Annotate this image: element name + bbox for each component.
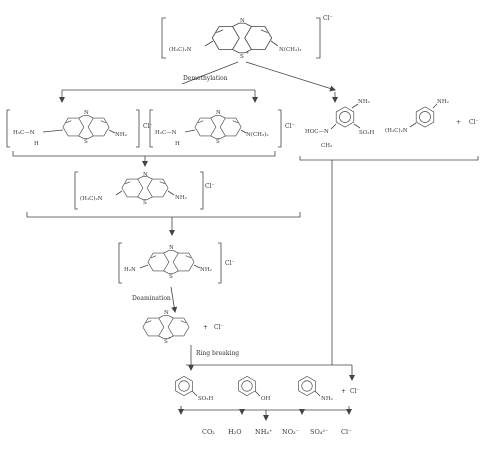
demethylated-product-b: N S H₃C—N H N(CH₃)₂ Cl⁻ bbox=[149, 109, 295, 148]
svg-text:N: N bbox=[216, 110, 221, 116]
svg-text:H₂N: H₂N bbox=[124, 267, 136, 273]
demethylation-step-label: Demethylation bbox=[183, 75, 228, 82]
methylamino-label: H₃C—N bbox=[13, 130, 35, 136]
benzenesulfonic-acid-ring bbox=[175, 376, 193, 396]
chloride-counterion-label: Cl⁻ bbox=[323, 15, 333, 22]
formamide-group-label: HOC—N bbox=[305, 129, 329, 135]
svg-text:SO₃H: SO₃H bbox=[198, 396, 213, 402]
svg-text:CH₃: CH₃ bbox=[321, 143, 332, 149]
plus-sign: + bbox=[203, 324, 208, 331]
simple-aromatics-row: SO₃H OH NH₂ + Cl⁻ bbox=[175, 376, 360, 402]
svg-text:(H₃C)₂N: (H₃C)₂N bbox=[80, 195, 103, 202]
dimethylamino-left-label: (H₃C)₂N bbox=[169, 46, 192, 53]
svg-text:H₃C—N: H₃C—N bbox=[155, 130, 177, 136]
sulfonic-acid-benzene-ring bbox=[335, 106, 355, 128]
svg-text:N: N bbox=[143, 172, 148, 178]
svg-text:Cl⁻: Cl⁻ bbox=[214, 324, 224, 331]
ring-cleavage-products: NH₂ SO₃H HOC—N CH₃ NH₂ (H₃C)₂N + Cl⁻ bbox=[299, 92, 479, 161]
svg-text:N: N bbox=[84, 110, 89, 116]
phenothiazine-molecule: N S + + Cl⁻ bbox=[142, 310, 224, 345]
svg-text:NH₂: NH₂ bbox=[175, 195, 187, 201]
svg-text:Cl⁻: Cl⁻ bbox=[285, 123, 295, 130]
amino-label: NH₂ bbox=[115, 132, 127, 138]
svg-text:SO₃H: SO₃H bbox=[359, 130, 374, 136]
svg-text:H: H bbox=[175, 141, 180, 147]
thionine-molecule: N S H₂N NH₂ Cl⁻ bbox=[118, 242, 235, 284]
aniline-ring bbox=[298, 376, 316, 396]
phenol-ring bbox=[238, 376, 256, 396]
ring-sulfur-label: S bbox=[240, 54, 244, 60]
svg-text:N(CH₃)₂: N(CH₃)₂ bbox=[246, 131, 269, 138]
deamination-step-label: Deamination bbox=[132, 295, 171, 302]
svg-text:+: + bbox=[168, 335, 171, 340]
svg-text:(H₃C)₂N: (H₃C)₂N bbox=[385, 127, 408, 134]
svg-text:OH: OH bbox=[261, 396, 271, 402]
final-products-row: CO₂ H₂O NH₄⁺ NO₃⁻ SO₄²⁻ Cl⁻ bbox=[202, 428, 351, 436]
svg-text:Cl⁻: Cl⁻ bbox=[205, 183, 215, 190]
svg-text:+: + bbox=[341, 388, 346, 395]
svg-text:Cl⁻: Cl⁻ bbox=[225, 260, 235, 267]
svg-text:S: S bbox=[84, 139, 88, 145]
svg-text:N: N bbox=[169, 245, 174, 251]
product-co2: CO₂ bbox=[202, 428, 215, 436]
product-nh4: NH₄⁺ bbox=[255, 428, 272, 436]
azure-c-molecule: N S (H₃C)₂N NH₂ Cl⁻ bbox=[74, 171, 215, 210]
svg-text:Cl⁻: Cl⁻ bbox=[350, 388, 360, 395]
svg-text:S: S bbox=[143, 200, 147, 206]
svg-text:NH₂: NH₂ bbox=[358, 99, 370, 105]
svg-text:N: N bbox=[164, 310, 169, 316]
ring-nitrogen-label: N bbox=[240, 18, 245, 24]
phenothiazinium-core bbox=[211, 22, 273, 54]
product-no3: NO₃⁻ bbox=[282, 428, 299, 436]
svg-text:NH₂: NH₂ bbox=[200, 267, 212, 273]
svg-text:Cl⁻: Cl⁻ bbox=[469, 119, 479, 126]
positive-charge-label: + bbox=[246, 50, 249, 55]
svg-text:S: S bbox=[169, 274, 173, 280]
svg-text:NH₂: NH₂ bbox=[437, 99, 449, 105]
svg-text:NH₂: NH₂ bbox=[321, 396, 333, 402]
svg-text:Cl⁻: Cl⁻ bbox=[143, 123, 153, 130]
dimethylaniline-ring bbox=[415, 106, 435, 128]
methylene-blue-molecule: N S + (H₃C)₂N N(CH₃)₂ Cl⁻ bbox=[161, 15, 333, 60]
ring-breaking-step-label: Ring breaking bbox=[196, 350, 239, 357]
svg-text:S: S bbox=[164, 339, 168, 345]
demethylated-product-a: N S H₃C—N H NH₂ Cl⁻ bbox=[6, 109, 153, 148]
bracket-right bbox=[316, 17, 321, 59]
svg-text:+: + bbox=[456, 119, 461, 126]
product-so4: SO₄²⁻ bbox=[310, 428, 328, 436]
svg-text:H: H bbox=[34, 141, 39, 147]
dimethylamino-right-label: N(CH₃)₂ bbox=[279, 46, 302, 53]
bracket-left bbox=[161, 17, 166, 59]
svg-text:S: S bbox=[216, 139, 220, 145]
product-h2o: H₂O bbox=[228, 428, 242, 436]
product-cl: Cl⁻ bbox=[341, 428, 351, 436]
